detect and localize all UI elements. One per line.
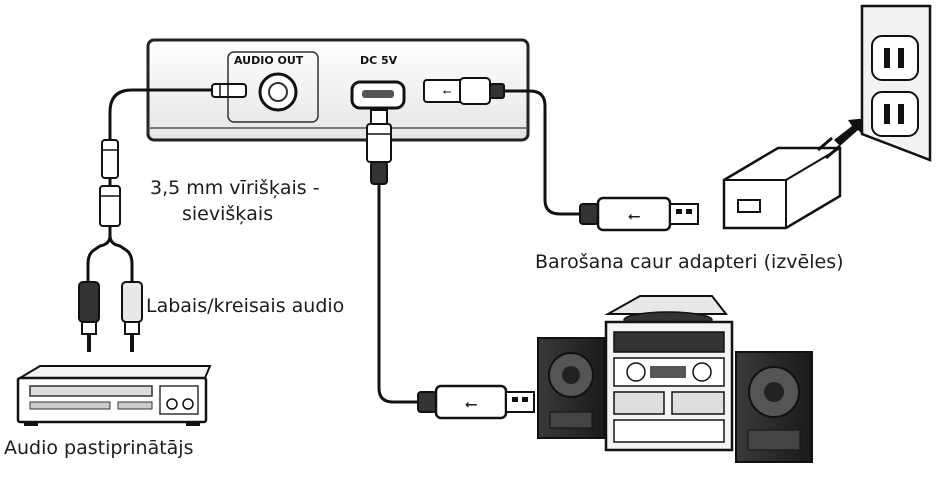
audio-out-jack <box>258 72 298 112</box>
audio-out-label: AUDIO OUT <box>234 54 304 67</box>
rca-plug-left <box>78 281 100 352</box>
dc-label: DC 5V <box>360 54 398 67</box>
label-35mm-cable-line2: sievišķais <box>182 203 274 225</box>
label-rca-audio: Labais/kreisais audio <box>146 295 345 317</box>
dc-port <box>350 80 406 110</box>
wall-outlet <box>860 4 932 162</box>
stereo-system <box>537 295 813 463</box>
amplifier-illustration <box>16 365 212 426</box>
svg-text:⭠: ⭠ <box>465 394 478 413</box>
cable-35mm <box>86 83 247 282</box>
svg-text:⭠: ⭠ <box>443 85 452 98</box>
usb-cable-stereo: ⭠ <box>366 109 535 420</box>
svg-text:⭠: ⭠ <box>628 206 641 225</box>
rca-plug-right <box>121 281 143 352</box>
label-35mm-cable-line1: 3,5 mm vīrišķais - <box>150 177 320 199</box>
label-adapter-power: Barošana caur adapteri (izvēles) <box>535 251 844 273</box>
power-adapter <box>722 136 842 230</box>
usb-cable-adapter: ⭠ <box>459 77 699 232</box>
plug-in-arrow-icon <box>834 118 868 146</box>
label-amplifier: Audio pastiprinātājs <box>4 437 194 459</box>
